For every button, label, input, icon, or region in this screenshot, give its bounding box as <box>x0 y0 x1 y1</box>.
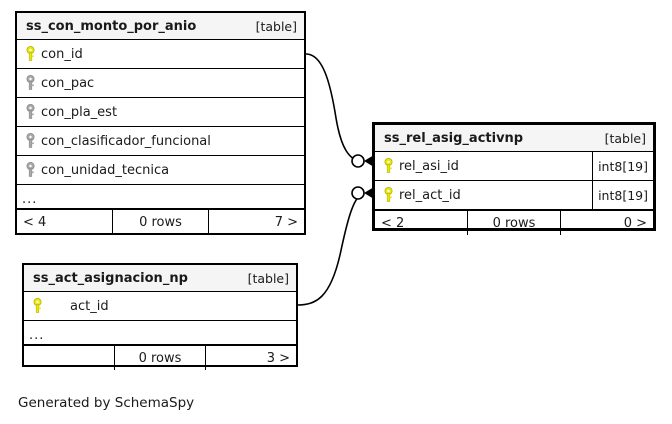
table-kind-label: [table] <box>247 270 289 286</box>
table-row[interactable]: act_id <box>24 292 296 321</box>
table-kind-label: [table] <box>604 130 646 146</box>
table-title: ss_act_asignacion_np <box>33 270 188 286</box>
column-cell: con_pac <box>17 69 304 97</box>
table-header: ss_act_asignacion_np [table] <box>24 265 296 292</box>
column-name: con_pac <box>41 75 95 91</box>
table-row[interactable]: rel_asi_id int8[19] <box>375 152 653 181</box>
primary-key-icon <box>33 298 42 313</box>
column-type: int8[19] <box>592 181 653 209</box>
footer-row-count: 0 rows <box>111 210 210 234</box>
primary-key-icon <box>26 46 35 61</box>
column-cell: act_id <box>24 292 296 320</box>
more-columns-ellipsis: ... <box>29 328 45 343</box>
index-key-icon <box>26 75 35 90</box>
table-ss_rel_asig_activnp[interactable]: ss_rel_asig_activnp [table] rel_asi_id i… <box>372 122 656 235</box>
footer-prev-count[interactable]: < 2 <box>381 215 405 231</box>
column-name: con_id <box>41 46 83 62</box>
index-key-icon <box>26 133 35 148</box>
column-name: rel_asi_id <box>399 158 459 174</box>
table-row[interactable]: con_pac <box>17 69 304 98</box>
table-header: ss_con_monto_por_anio [table] <box>17 13 304 40</box>
table-row[interactable]: rel_act_id int8[19] <box>375 181 653 210</box>
index-key-icon <box>26 162 35 177</box>
cardinality-zero-circle <box>351 154 365 168</box>
table-title: ss_rel_asig_activnp <box>384 130 524 146</box>
table-footer: < 4 0 rows 7 > <box>17 209 304 234</box>
column-name: con_unidad_tecnica <box>41 162 170 178</box>
table-title: ss_con_monto_por_anio <box>26 18 197 34</box>
column-cell: con_id <box>17 40 304 68</box>
column-name: act_id <box>70 298 109 314</box>
column-cell: con_unidad_tecnica <box>17 156 304 184</box>
index-key-icon <box>26 104 35 119</box>
footer-prev-count[interactable]: < 4 <box>23 214 47 230</box>
column-type: int8[19] <box>592 152 653 180</box>
column-cell: con_clasificador_funcional <box>17 127 304 155</box>
footer-next-count[interactable]: 3 > <box>266 350 290 366</box>
column-cell: rel_asi_id <box>375 152 592 180</box>
relationship-act-id-to-rel-act-id <box>296 186 374 306</box>
relationship-con-id-to-rel-asi-id <box>305 53 374 168</box>
footer-prev-count[interactable] <box>24 346 114 370</box>
footer-row-count: 0 rows <box>466 211 562 235</box>
table-ss_con_monto_por_anio[interactable]: ss_con_monto_por_anio [table] con_id <box>15 11 306 235</box>
table-footer: 0 rows 3 > <box>24 345 296 370</box>
footer-row-count: 0 rows <box>113 346 207 370</box>
primary-key-icon <box>384 187 393 202</box>
table-row[interactable]: con_id <box>17 40 304 69</box>
column-name: rel_act_id <box>399 187 461 203</box>
column-cell: rel_act_id <box>375 181 592 209</box>
table-row[interactable]: con_unidad_tecnica <box>17 156 304 185</box>
table-header: ss_rel_asig_activnp [table] <box>375 125 653 152</box>
table-row[interactable]: con_pla_est <box>17 98 304 127</box>
table-footer: < 2 0 rows 0 > <box>375 210 653 235</box>
column-cell: con_pla_est <box>17 98 304 126</box>
footer-next-count[interactable]: 7 > <box>274 214 298 230</box>
footer-next-count[interactable]: 0 > <box>623 215 647 231</box>
more-columns-ellipsis: ... <box>22 192 38 207</box>
diagram-caption: Generated by SchemaSpy <box>18 395 195 411</box>
table-ss_act_asignacion_np[interactable]: ss_act_asignacion_np [table] act_id ... … <box>22 263 298 370</box>
table-row[interactable]: con_clasificador_funcional <box>17 127 304 156</box>
table-row-more[interactable]: ... <box>24 321 296 345</box>
column-name: con_clasificador_funcional <box>41 133 211 149</box>
table-kind-label: [table] <box>255 18 297 34</box>
cardinality-zero-circle <box>351 186 365 200</box>
table-row-more[interactable]: ... <box>17 185 304 209</box>
primary-key-icon <box>384 158 393 173</box>
column-name: con_pla_est <box>41 104 118 120</box>
